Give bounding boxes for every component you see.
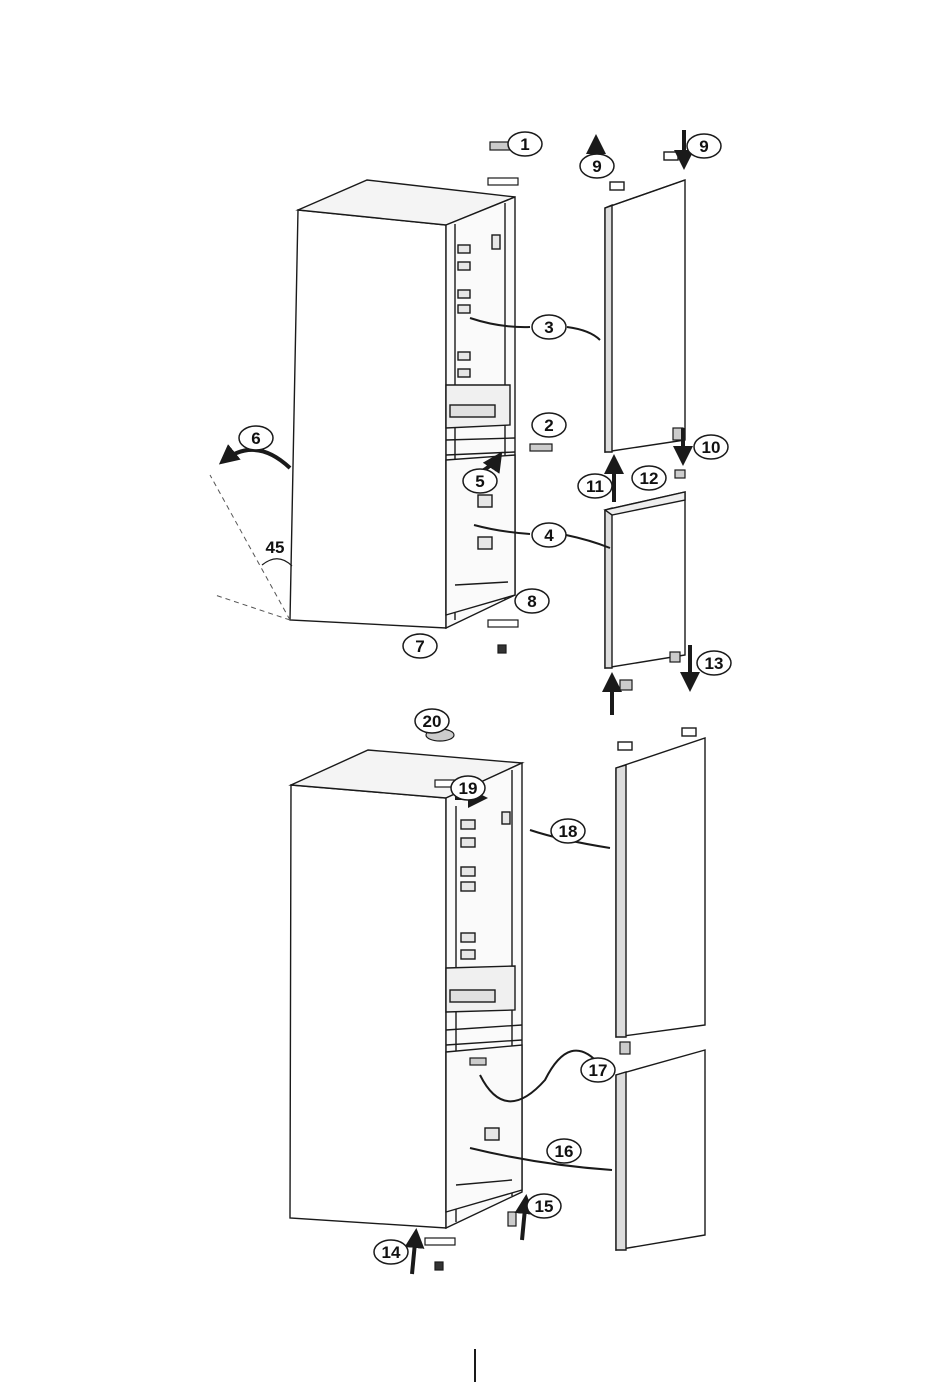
callout-18: 18 <box>551 819 585 843</box>
callout-9b: 9 <box>687 134 721 158</box>
callout-13-label: 13 <box>705 654 724 673</box>
callout-11-label: 11 <box>586 477 604 496</box>
callout-1: 1 <box>508 132 542 156</box>
callout-7: 7 <box>403 634 437 658</box>
rotation-arrow-6 <box>222 450 290 468</box>
callout-8-label: 8 <box>527 592 536 611</box>
callout-15-label: 15 <box>535 1197 554 1216</box>
callout-2-label: 2 <box>544 416 553 435</box>
callout-18-label: 18 <box>559 822 578 841</box>
callout-9a: 9 <box>580 154 614 178</box>
callout-8: 8 <box>515 589 549 613</box>
callout-16: 16 <box>547 1139 581 1163</box>
lower-door-lower-view <box>616 1050 705 1250</box>
callout-13: 13 <box>697 651 731 675</box>
upper-door-fridge <box>605 152 685 452</box>
callout-20: 20 <box>415 709 449 733</box>
fridge-upper <box>290 180 515 628</box>
callout-11: 11 <box>578 474 612 498</box>
angle-arc <box>262 559 292 566</box>
callout-1-label: 1 <box>520 135 529 154</box>
callout-4-label: 4 <box>544 526 554 545</box>
callout-5: 5 <box>463 469 497 493</box>
callout-4: 4 <box>532 523 566 547</box>
callout-3-label: 3 <box>544 318 553 337</box>
callout-3: 3 <box>532 315 566 339</box>
callout-16-label: 16 <box>555 1142 574 1161</box>
fridge-lower <box>290 750 522 1228</box>
callout-2: 2 <box>532 413 566 437</box>
callout-20-label: 20 <box>423 712 442 731</box>
callout-9a-label: 9 <box>592 157 601 176</box>
callout-19-label: 19 <box>459 779 478 798</box>
callout-12-label: 12 <box>640 469 659 488</box>
callout-17: 17 <box>581 1058 615 1082</box>
callout-14-label: 14 <box>382 1243 401 1262</box>
callout-15: 15 <box>527 1194 561 1218</box>
callout-6: 6 <box>239 426 273 450</box>
callout-10-label: 10 <box>702 438 721 457</box>
callout-10: 10 <box>694 435 728 459</box>
lower-door-freezer <box>605 492 685 668</box>
callout-5-label: 5 <box>475 472 484 491</box>
callout-6-label: 6 <box>251 429 260 448</box>
callout-17-label: 17 <box>589 1061 608 1080</box>
angle-label: 45 <box>266 538 285 557</box>
callout-7-label: 7 <box>415 637 424 656</box>
callout-19: 19 <box>451 776 485 800</box>
callout-9b-label: 9 <box>699 137 708 156</box>
callout-14: 14 <box>374 1240 408 1264</box>
upper-door-lower-view <box>616 728 705 1037</box>
callout-12: 12 <box>632 466 666 490</box>
